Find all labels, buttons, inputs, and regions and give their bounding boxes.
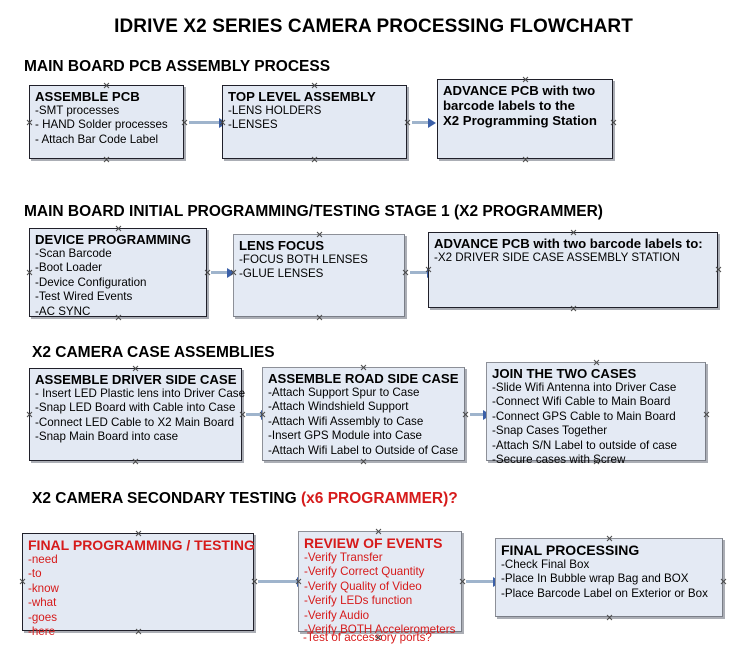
flow-box-line: - HAND Solder processes xyxy=(35,118,168,132)
flow-box-line: -X2 DRIVER SIDE CASE ASSEMBLY STATION xyxy=(434,251,680,264)
flow-box-line: -AC SYNC xyxy=(35,304,91,318)
flow-box-header: FINAL PROCESSING xyxy=(501,542,640,558)
flow-box-line: -Snap Main Board into case xyxy=(35,430,179,444)
flow-box-line: -Verify Audio xyxy=(304,608,370,622)
flow-box-assemble-driver-side-case[interactable]: ASSEMBLE DRIVER SIDE CASE - Insert LED P… xyxy=(29,368,246,461)
page-title: IDRIVE X2 SERIES CAMERA PROCESSING FLOWC… xyxy=(114,16,633,37)
flow-box-line: -here xyxy=(28,625,56,639)
flow-box-header: REVIEW OF EVENTS xyxy=(304,535,443,551)
section-heading-3: X2 CAMERA CASE ASSEMBLIES xyxy=(32,344,275,362)
flow-box-line: -what xyxy=(28,596,57,610)
flow-box-line: -LENSES xyxy=(228,118,278,132)
connector-arrow xyxy=(246,409,269,420)
arrow-head-icon xyxy=(227,267,235,278)
section-heading-4-red-text: (x6 PROGRAMMER)? xyxy=(301,490,458,507)
flow-box-line: -Test Wired Events xyxy=(35,290,133,304)
flow-box-line: -Attach S/N Label to outside of case xyxy=(492,438,677,452)
flow-box-line: -to xyxy=(28,567,42,581)
flow-box-line: - Attach Bar Code Label xyxy=(35,132,159,146)
flow-box-line: -Device Configuration xyxy=(35,275,147,289)
flow-box-line: -Insert GPS Module into Case xyxy=(268,429,423,443)
flow-box-join-the-two-cases[interactable]: JOIN THE TWO CASES -Slide Wifi Antenna i… xyxy=(486,362,706,466)
section-heading-1: MAIN BOARD PCB ASSEMBLY PROCESS xyxy=(24,58,330,76)
flow-box-line: -know xyxy=(28,581,59,595)
flow-box-line: -Verify Quality of Video xyxy=(304,579,422,593)
flow-box-line: -Connect LED Cable to X2 Main Board xyxy=(35,415,235,429)
flow-box-line: -Attach Windshield Support xyxy=(268,400,409,414)
flow-box-header: ADVANCE PCB with two xyxy=(443,83,596,98)
flow-box-top-level-assembly[interactable]: TOP LEVEL ASSEMBLY -LENS HOLDERS -LENSES xyxy=(222,85,407,159)
flow-box-line: -Connect GPS Cable to Main Board xyxy=(492,409,676,423)
flow-box-advance-pcb-2[interactable]: ADVANCE PCB with two barcode labels to: … xyxy=(428,232,718,308)
flow-box-header: FINAL PROGRAMMING / TESTING xyxy=(28,537,255,553)
flow-box-header: ASSEMBLE ROAD SIDE CASE xyxy=(268,371,459,386)
flow-box-line: -Snap LED Board with Cable into Case xyxy=(35,401,236,415)
section-heading-2-text: MAIN BOARD INITIAL PROGRAMMING/TESTING S… xyxy=(24,203,603,220)
flow-box-line: barcode labels to the xyxy=(443,98,575,113)
flow-box-header: ASSEMBLE PCB xyxy=(35,89,140,104)
flow-box-line: -Place In Bubble wrap Bag and BOX xyxy=(501,572,689,586)
flow-box-overflow-line: -Test of accessory ports? xyxy=(303,631,432,644)
flow-box-line: -Connect Wifi Cable to Main Board xyxy=(492,395,671,409)
arrow-head-icon xyxy=(428,117,436,128)
flow-box-header: JOIN THE TWO CASES xyxy=(492,366,637,381)
connector-arrow xyxy=(211,267,235,278)
flow-box-line: -Verify LEDs function xyxy=(304,594,413,608)
flow-box-advance-pcb-1[interactable]: ADVANCE PCB with two barcode labels to t… xyxy=(437,79,613,159)
connector-arrow xyxy=(189,117,227,128)
flow-box-line: -Verify Correct Quantity xyxy=(304,565,425,579)
flow-box-line: -goes xyxy=(28,610,58,624)
flow-box-line: -need xyxy=(28,553,58,566)
flow-box-device-programming[interactable]: DEVICE PROGRAMMING -Scan Barcode -Boot L… xyxy=(29,228,207,318)
flow-box-line: -Attach Wifi Label to Outside of Case xyxy=(268,443,459,457)
flow-box-header: ASSEMBLE DRIVER SIDE CASE xyxy=(35,372,237,387)
section-heading-2: MAIN BOARD INITIAL PROGRAMMING/TESTING S… xyxy=(24,203,603,221)
connector-arrow xyxy=(470,409,491,420)
flow-box-line: -Boot Loader xyxy=(35,261,103,275)
flow-box-line: -Verify Transfer xyxy=(304,551,383,564)
flow-box-line: -Place Barcode Label on Exterior or Box xyxy=(501,586,708,600)
flow-box-line: -Slide Wifi Antenna into Driver Case xyxy=(492,381,677,394)
flow-box-line: -Check Final Box xyxy=(501,558,590,571)
flow-box-line: -Snap Cases Together xyxy=(492,424,608,438)
section-heading-4: X2 CAMERA SECONDARY TESTING (x6 PROGRAMM… xyxy=(32,490,458,508)
flow-box-line: -LENS HOLDERS xyxy=(228,104,322,117)
flow-box-assemble-road-side-case[interactable]: ASSEMBLE ROAD SIDE CASE -Attach Support … xyxy=(262,367,465,461)
flow-box-line: -Attach Support Spur to Case xyxy=(268,386,420,399)
flow-box-assemble-pcb[interactable]: ASSEMBLE PCB -SMT processes - HAND Solde… xyxy=(29,85,184,159)
flow-box-final-processing[interactable]: FINAL PROCESSING -Check Final Box -Place… xyxy=(495,538,723,617)
flow-box-line: -GLUE LENSES xyxy=(239,267,324,281)
flow-box-line: X2 Programming Station xyxy=(443,113,597,128)
flow-box-line: -Verify BOTH Accelerometers xyxy=(304,623,456,637)
flow-box-line: -FOCUS BOTH LENSES xyxy=(239,253,368,266)
section-heading-4-text: X2 CAMERA SECONDARY TESTING xyxy=(32,490,301,507)
section-heading-1-text: MAIN BOARD PCB ASSEMBLY PROCESS xyxy=(24,58,331,75)
flow-box-header: ADVANCE PCB with two barcode labels to: xyxy=(434,236,703,251)
connector-arrow xyxy=(258,576,305,587)
flow-box-line: - Insert LED Plastic lens into Driver Ca… xyxy=(35,387,246,400)
flow-box-review-of-events[interactable]: REVIEW OF EVENTS -Verify Transfer -Verif… xyxy=(298,531,462,636)
flow-box-line: -Secure cases with Screw xyxy=(492,453,626,467)
flow-box-final-programming-testing[interactable]: FINAL PROGRAMMING / TESTING -need -to -k… xyxy=(22,533,255,638)
flow-box-header: TOP LEVEL ASSEMBLY xyxy=(228,89,376,104)
flow-box-header: DEVICE PROGRAMMING xyxy=(35,232,192,247)
flow-box-line: -Attach Wifi Assembly to Case xyxy=(268,414,424,428)
flow-box-header: LENS FOCUS xyxy=(239,238,324,253)
connector-arrow xyxy=(466,576,501,587)
flow-box-line: -SMT processes xyxy=(35,104,120,117)
section-heading-3-text: X2 CAMERA CASE ASSEMBLIES xyxy=(32,344,275,361)
flow-box-line: -Scan Barcode xyxy=(35,247,112,260)
connector-arrow xyxy=(410,267,435,278)
flow-box-lens-focus[interactable]: LENS FOCUS -FOCUS BOTH LENSES -GLUE LENS… xyxy=(233,234,405,317)
connector-arrow xyxy=(412,117,436,128)
